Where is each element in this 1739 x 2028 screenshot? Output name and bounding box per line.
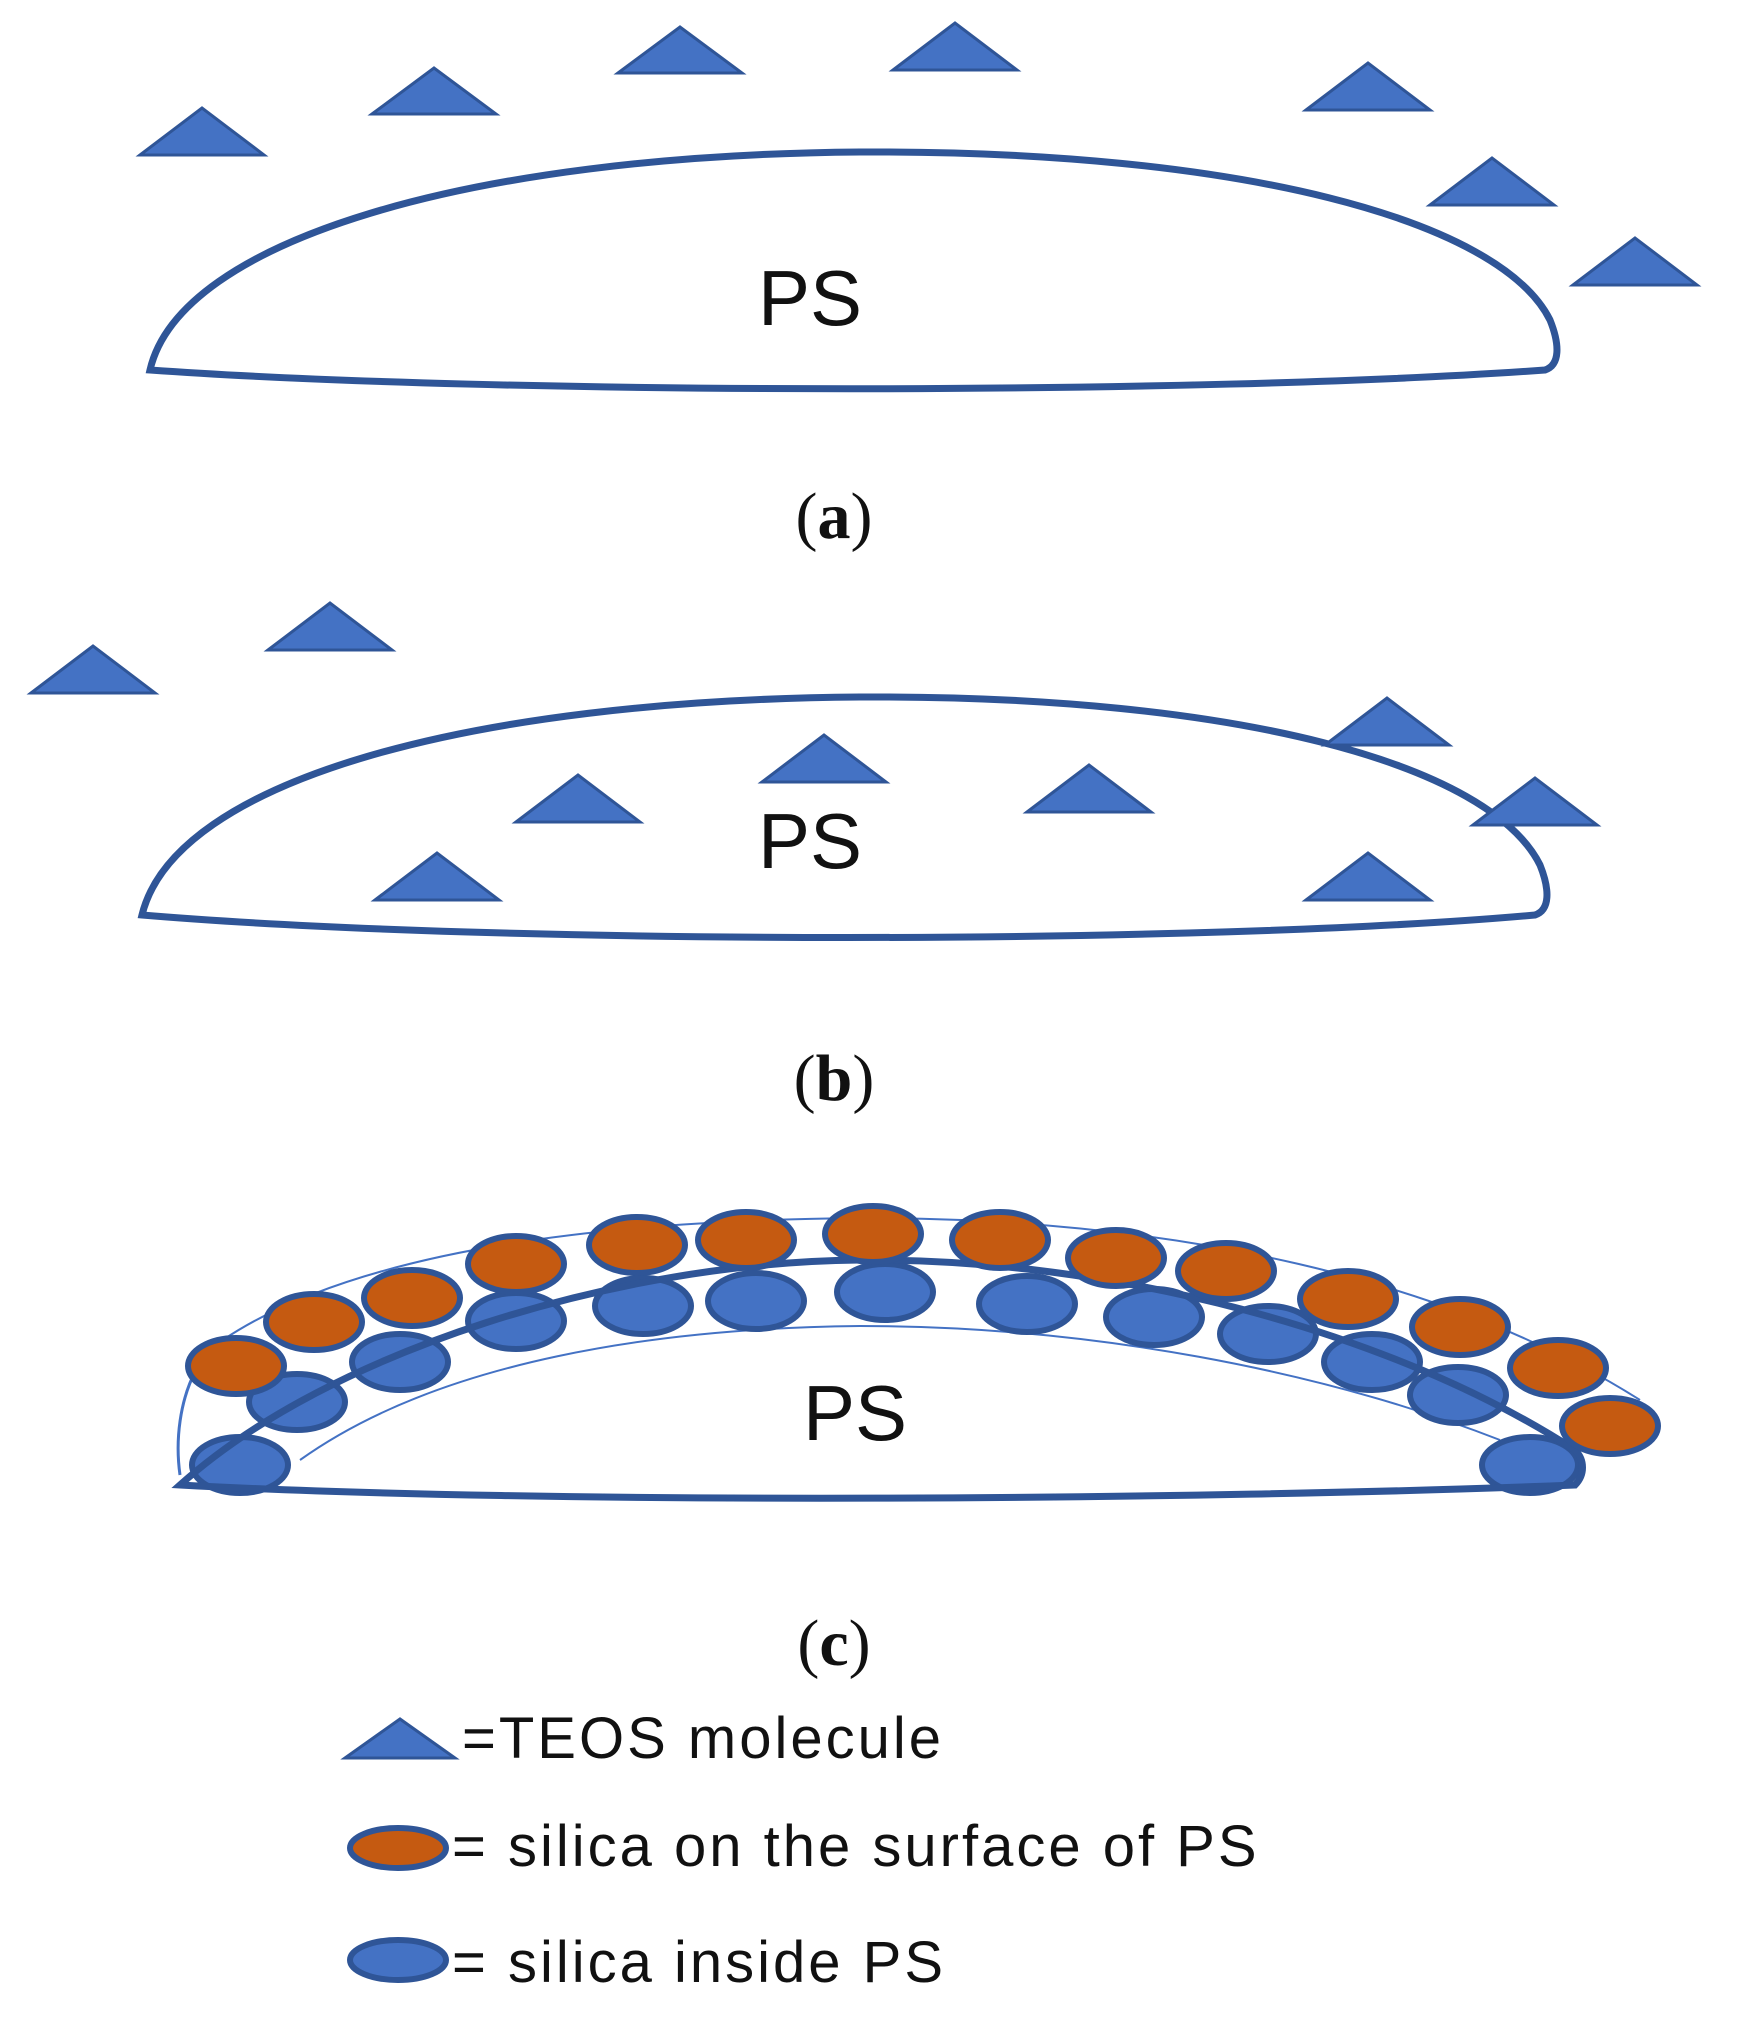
silica-inside-particle: [976, 1273, 1078, 1335]
silica-inside-particle: [834, 1261, 936, 1323]
teos-molecule: [1301, 851, 1435, 902]
ps-label-b: PS: [758, 797, 862, 885]
silica-surface-particle: [949, 1209, 1051, 1271]
teos-molecules-b: [26, 601, 1602, 902]
teos-molecule: [1468, 776, 1602, 827]
silica-surface-particle: [1409, 1296, 1511, 1358]
legend-silica-inside-text: = silica inside PS: [452, 1930, 946, 1995]
ps-particle-c: [171, 1256, 1586, 1502]
legend-silica-surface-icon: [347, 1825, 449, 1871]
teos-molecule: [1425, 156, 1559, 207]
teos-molecule: [511, 773, 645, 824]
teos-molecule: [613, 25, 747, 75]
silica-surface-particle: [185, 1335, 287, 1397]
silica-surface-particle: [1065, 1227, 1167, 1289]
teos-molecule: [370, 851, 504, 902]
teos-molecule: [367, 66, 501, 116]
teos-molecule: [757, 733, 891, 784]
teos-molecule: [1022, 763, 1156, 814]
legend-teos-icon: [340, 1717, 460, 1760]
legend-silica-inside-icon: [347, 1937, 449, 1983]
silica-inside-particle: [705, 1270, 807, 1332]
panel-a: PS (a): [135, 21, 1702, 553]
panel-c: PS (c): [171, 1203, 1661, 1680]
silica-surface-layer: [185, 1203, 1661, 1457]
teos-molecule: [263, 601, 397, 652]
silica-surface-particle: [263, 1291, 365, 1353]
silica-surface-particle: [1297, 1268, 1399, 1330]
silica-inside-particle: [592, 1275, 694, 1337]
silica-inside-particle: [1479, 1434, 1581, 1496]
teos-molecule: [888, 21, 1022, 72]
teos-molecule: [26, 644, 160, 695]
ps-label-a: PS: [758, 254, 862, 342]
legend: =TEOS molecule = silica on the surface o…: [340, 1706, 1260, 1995]
ps-particle-a: [145, 148, 1561, 393]
silica-surface-particle: [465, 1233, 567, 1295]
teos-molecules-a: [135, 21, 1702, 287]
legend-teos-text: =TEOS molecule: [462, 1706, 944, 1771]
teos-molecule: [1320, 696, 1454, 747]
silica-surface-particle: [1175, 1240, 1277, 1302]
silica-surface-particle: [1507, 1337, 1609, 1399]
caption-c: (c): [797, 1607, 870, 1680]
teos-molecule: [1568, 236, 1702, 287]
silica-inside-particle: [1407, 1364, 1509, 1426]
teos-molecule: [1301, 61, 1435, 112]
silica-surface-particle: [586, 1214, 688, 1276]
inner-guide-arc: [299, 1324, 1501, 1461]
silica-surface-particle: [1559, 1395, 1661, 1457]
teos-molecule: [135, 106, 269, 157]
caption-b: (b): [794, 1042, 875, 1115]
silica-surface-particle: [822, 1203, 924, 1265]
silica-surface-particle: [695, 1209, 797, 1271]
panel-b: PS (b): [26, 601, 1602, 1115]
caption-a: (a): [796, 480, 873, 553]
silica-surface-particle: [361, 1267, 463, 1329]
silica-inside-particle: [1321, 1331, 1423, 1393]
legend-silica-surface-text: = silica on the surface of PS: [452, 1814, 1260, 1879]
ps-label-c: PS: [803, 1369, 907, 1457]
